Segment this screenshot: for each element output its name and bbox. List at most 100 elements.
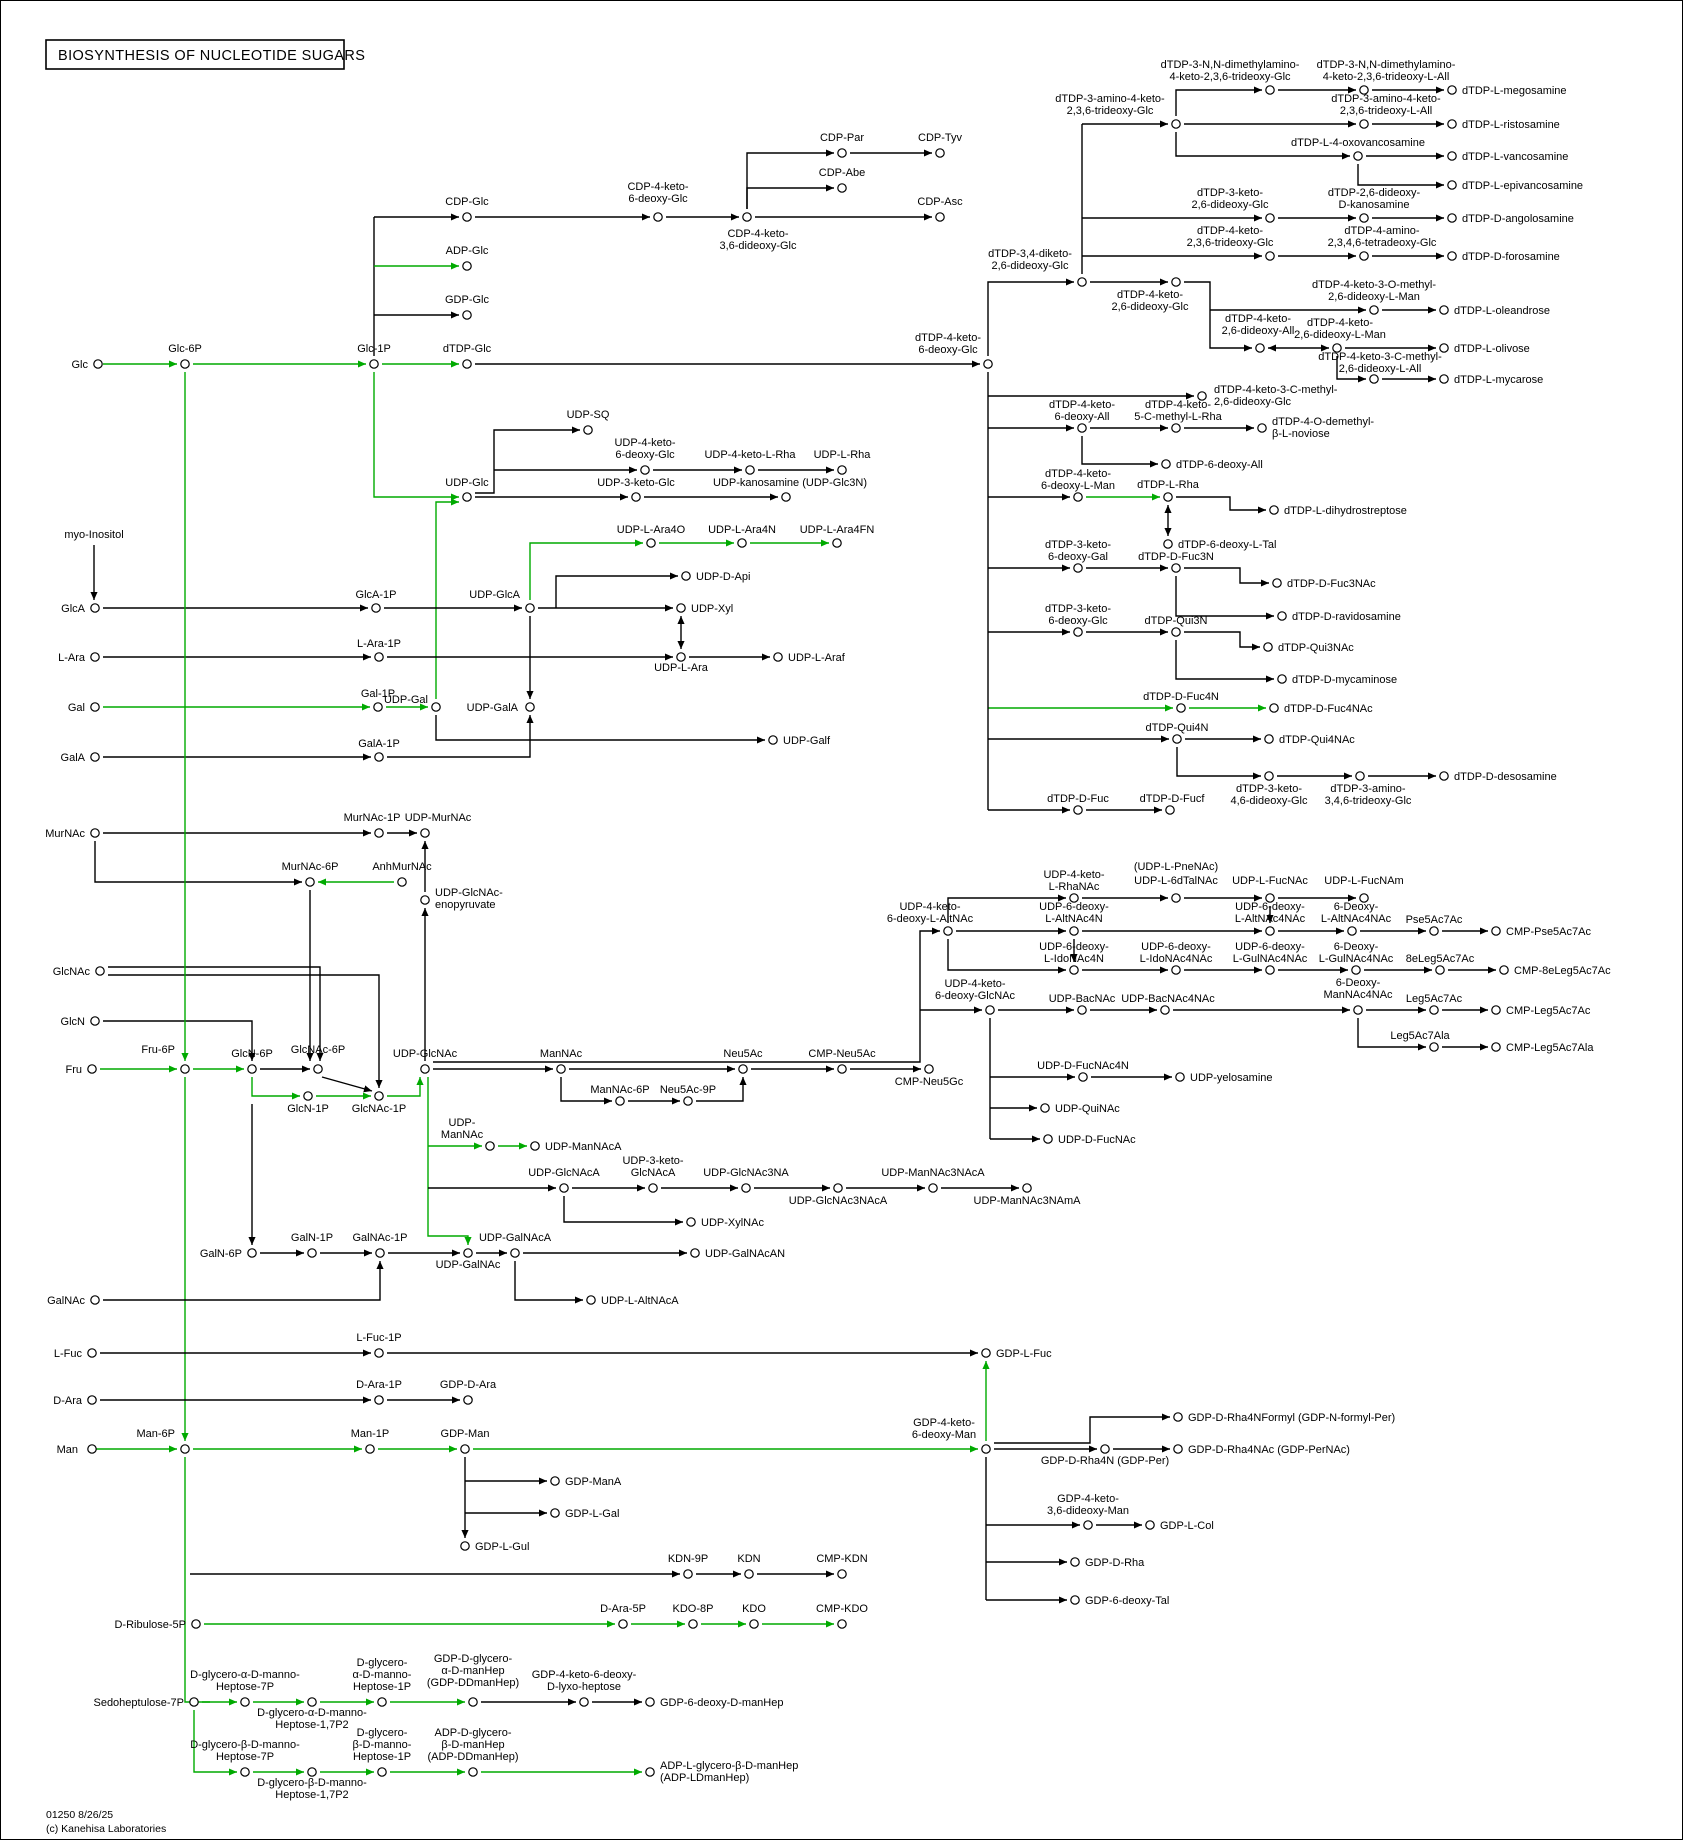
compound-node[interactable] [87, 1444, 97, 1454]
compound-node[interactable] [1069, 893, 1079, 903]
compound-node[interactable] [1359, 251, 1369, 261]
compound-node[interactable] [307, 1697, 317, 1707]
compound-node[interactable] [583, 425, 593, 435]
compound-node[interactable] [556, 1064, 566, 1074]
compound-node[interactable] [1447, 251, 1457, 261]
compound-node[interactable] [1277, 674, 1287, 684]
compound-node[interactable] [90, 828, 100, 838]
compound-node[interactable] [1355, 771, 1365, 781]
compound-node[interactable] [1447, 119, 1457, 129]
compound-node[interactable] [460, 1444, 470, 1454]
compound-node[interactable] [485, 1141, 495, 1151]
compound-node[interactable] [462, 212, 472, 222]
compound-node[interactable] [377, 1697, 387, 1707]
compound-node[interactable] [1265, 213, 1275, 223]
compound-node[interactable] [935, 212, 945, 222]
compound-node[interactable] [1439, 374, 1449, 384]
compound-node[interactable] [773, 652, 783, 662]
compound-node[interactable] [1447, 151, 1457, 161]
compound-node[interactable] [1173, 1444, 1183, 1454]
compound-node[interactable] [525, 702, 535, 712]
compound-node[interactable] [1353, 1005, 1363, 1015]
compound-node[interactable] [1161, 459, 1171, 469]
compound-node[interactable] [462, 261, 472, 271]
compound-node[interactable] [1353, 151, 1363, 161]
compound-node[interactable] [981, 1444, 991, 1454]
compound-node[interactable] [832, 538, 842, 548]
compound-node[interactable] [377, 1767, 387, 1777]
compound-node[interactable] [247, 1064, 257, 1074]
compound-node[interactable] [741, 1183, 751, 1193]
compound-node[interactable] [837, 1619, 847, 1629]
compound-node[interactable] [1429, 1042, 1439, 1052]
compound-node[interactable] [645, 1697, 655, 1707]
compound-node[interactable] [1359, 119, 1369, 129]
compound-node[interactable] [1073, 563, 1083, 573]
compound-node[interactable] [1439, 771, 1449, 781]
compound-node[interactable] [631, 492, 641, 502]
compound-node[interactable] [1197, 391, 1207, 401]
compound-node[interactable] [1173, 1412, 1183, 1422]
compound-node[interactable] [1171, 119, 1181, 129]
compound-node[interactable] [646, 538, 656, 548]
compound-node[interactable] [1264, 771, 1274, 781]
compound-node[interactable] [1429, 926, 1439, 936]
compound-node[interactable] [618, 1619, 628, 1629]
compound-node[interactable] [525, 603, 535, 613]
compound-node[interactable] [1163, 539, 1173, 549]
compound-node[interactable] [462, 492, 472, 502]
compound-node[interactable] [648, 1183, 658, 1193]
compound-node[interactable] [87, 1064, 97, 1074]
compound-node[interactable] [1078, 1072, 1088, 1082]
compound-node[interactable] [924, 1064, 934, 1074]
compound-node[interactable] [781, 492, 791, 502]
compound-node[interactable] [90, 603, 100, 613]
compound-node[interactable] [1447, 213, 1457, 223]
compound-node[interactable] [1491, 1005, 1501, 1015]
compound-node[interactable] [180, 359, 190, 369]
compound-node[interactable] [1171, 563, 1181, 573]
compound-node[interactable] [1145, 1520, 1155, 1530]
compound-node[interactable] [180, 1064, 190, 1074]
compound-node[interactable] [307, 1767, 317, 1777]
compound-node[interactable] [1040, 1103, 1050, 1113]
compound-node[interactable] [1165, 805, 1175, 815]
compound-node[interactable] [550, 1508, 560, 1518]
compound-node[interactable] [1172, 734, 1182, 744]
compound-node[interactable] [373, 702, 383, 712]
compound-node[interactable] [586, 1295, 596, 1305]
compound-node[interactable] [420, 895, 430, 905]
compound-node[interactable] [397, 877, 407, 887]
compound-node[interactable] [462, 310, 472, 320]
compound-node[interactable] [1073, 492, 1083, 502]
compound-node[interactable] [1069, 926, 1079, 936]
compound-node[interactable] [1435, 965, 1445, 975]
compound-node[interactable] [1332, 343, 1342, 353]
compound-node[interactable] [737, 538, 747, 548]
compound-node[interactable] [983, 359, 993, 369]
compound-node[interactable] [738, 1064, 748, 1074]
compound-node[interactable] [1359, 85, 1369, 95]
compound-node[interactable] [1265, 893, 1275, 903]
compound-node[interactable] [981, 1348, 991, 1358]
compound-node[interactable] [1073, 805, 1083, 815]
compound-node[interactable] [749, 1619, 759, 1629]
compound-node[interactable] [1429, 1005, 1439, 1015]
compound-node[interactable] [837, 465, 847, 475]
compound-node[interactable] [1277, 611, 1287, 621]
compound-node[interactable] [1439, 343, 1449, 353]
compound-node[interactable] [742, 212, 752, 222]
compound-node[interactable] [653, 212, 663, 222]
compound-node[interactable] [1176, 703, 1186, 713]
compound-node[interactable] [1347, 926, 1357, 936]
compound-node[interactable] [1359, 893, 1369, 903]
compound-node[interactable] [683, 1096, 693, 1106]
compound-node[interactable] [837, 1064, 847, 1074]
compound-node[interactable] [579, 1697, 589, 1707]
compound-node[interactable] [431, 702, 441, 712]
compound-node[interactable] [374, 1395, 384, 1405]
compound-node[interactable] [745, 465, 755, 475]
compound-node[interactable] [191, 1619, 201, 1629]
compound-node[interactable] [1265, 85, 1275, 95]
compound-node[interactable] [1439, 305, 1449, 315]
